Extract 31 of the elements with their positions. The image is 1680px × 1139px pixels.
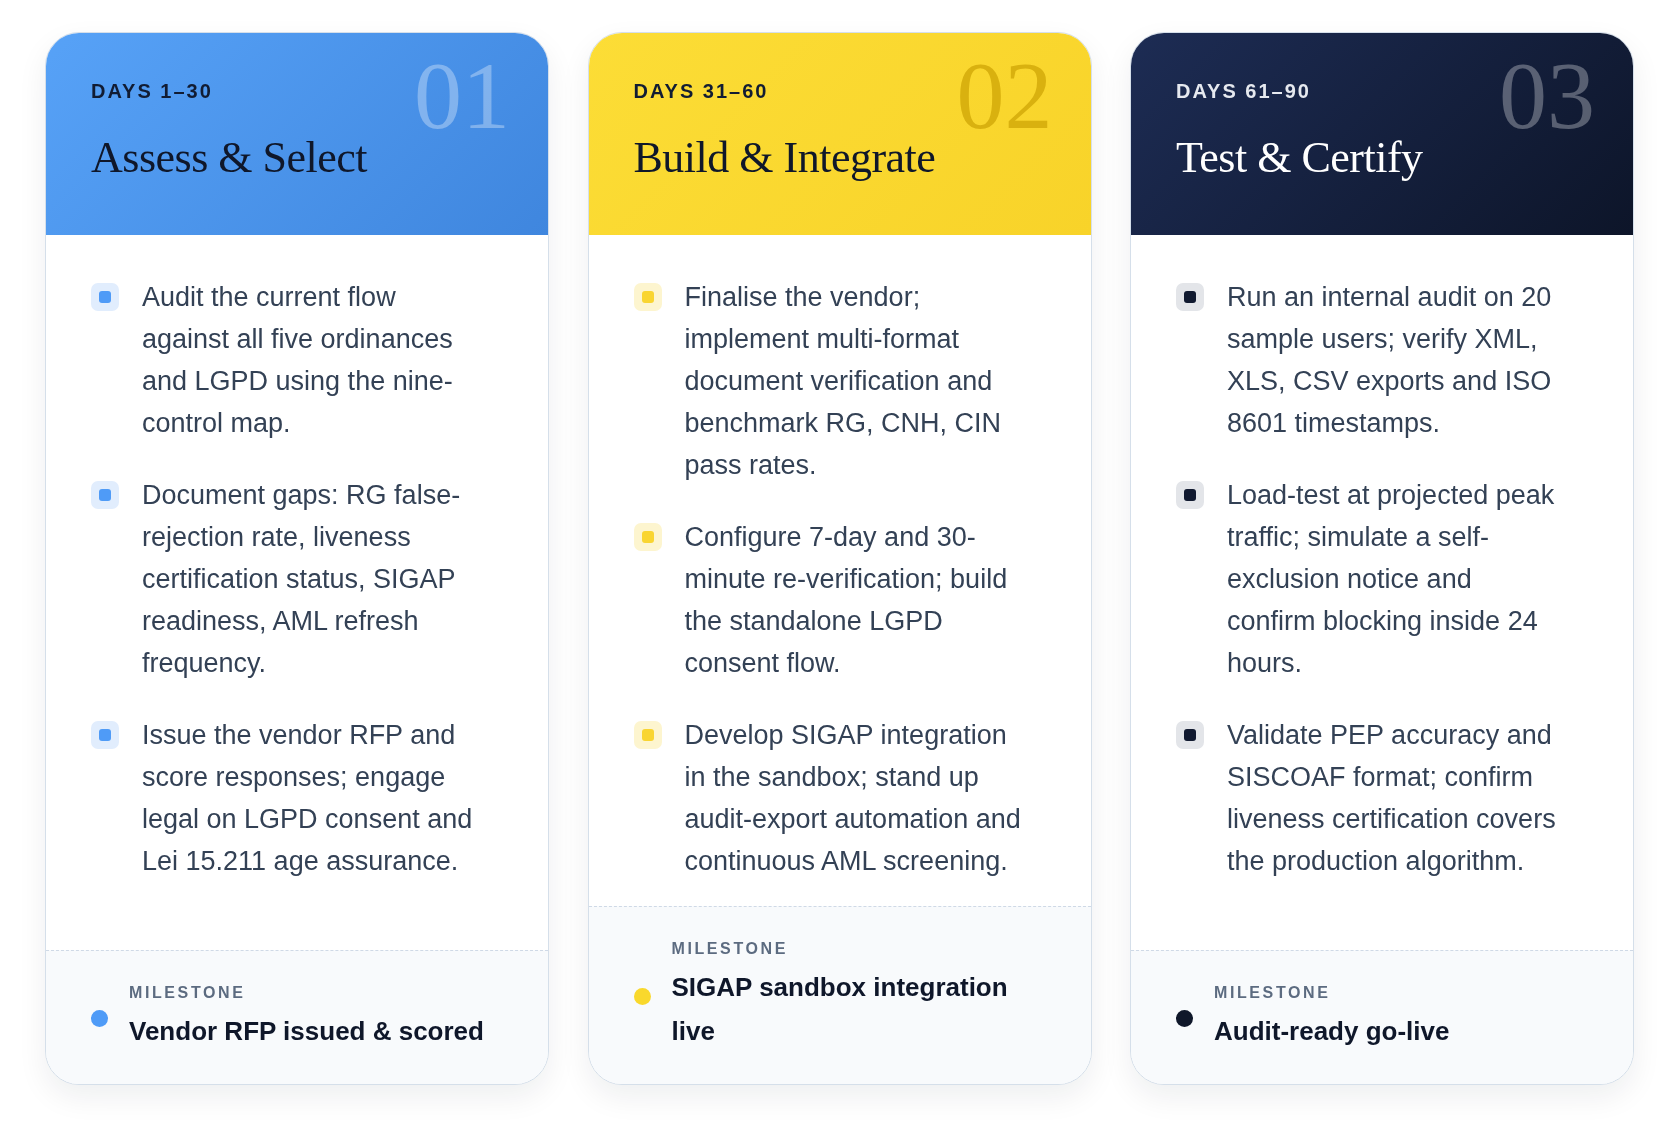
task-text: Validate PEP accuracy and SISCOAF format; confirm liveness certification covers the production algorithm. [1227,719,1557,878]
phase-header [46,33,548,235]
task-text: Load-test at projected peak traffic; simulate a self-exclusion notice and confirm blocking inside 24 hours. [1227,479,1556,680]
milestone-text: Vendor RFP issued & scored [129,1015,485,1048]
milestone-text: Audit-ready go-live [1214,1015,1451,1048]
milestone-panel [1131,950,1633,1084]
phase-card [45,32,549,1085]
task-text: Run an internal audit on 20 sample users; verify XML, XLS, CSV exports and ISO 8601 timestamps. [1227,281,1553,440]
day-range-label: DAYS 61–90 [1176,79,1311,103]
day-range-label: DAYS 31–60 [633,79,769,103]
phase-title: Test & Certify [1176,132,1423,184]
milestone-text: SIGAP sandbox integration live [671,971,1009,1048]
task-text: Finalise the vendor; implement multi-format document verification and benchmark RG, CNH, CIN pass rates. [684,281,1003,482]
milestone-label: MILESTONE [1214,983,1332,1003]
phase-header [1131,33,1633,235]
task-text: Document gaps: RG false-rejection rate, liveness certification status, SIGAP readiness, AML refresh frequency. [142,479,462,680]
phase-number: 03 [1499,48,1595,144]
phase-card [1130,32,1634,1085]
milestone-panel [46,950,548,1084]
milestone-label: MILESTONE [671,939,789,959]
phase-card [587,32,1092,1085]
task-text: Develop SIGAP integration in the sandbox; stand up audit-export automation and continuous AML screening. [684,719,1022,878]
milestone-label: MILESTONE [129,983,247,1003]
milestone-panel [588,906,1091,1084]
phase-header [588,33,1091,235]
phase-title: Build & Integrate [633,132,936,184]
phase-title: Assess & Select [91,132,368,184]
day-range-label: DAYS 1–30 [91,79,213,103]
task-text: Audit the current flow against all five ordinances and LGPD using the nine-control map. [142,281,454,440]
task-text: Configure 7-day and 30-minute re-verification; build the standalone LGPD consent flow. [684,521,1009,680]
task-text: Issue the vendor RFP and score responses; engage legal on LGPD consent and Lei 15.211 age assurance. [142,719,474,878]
